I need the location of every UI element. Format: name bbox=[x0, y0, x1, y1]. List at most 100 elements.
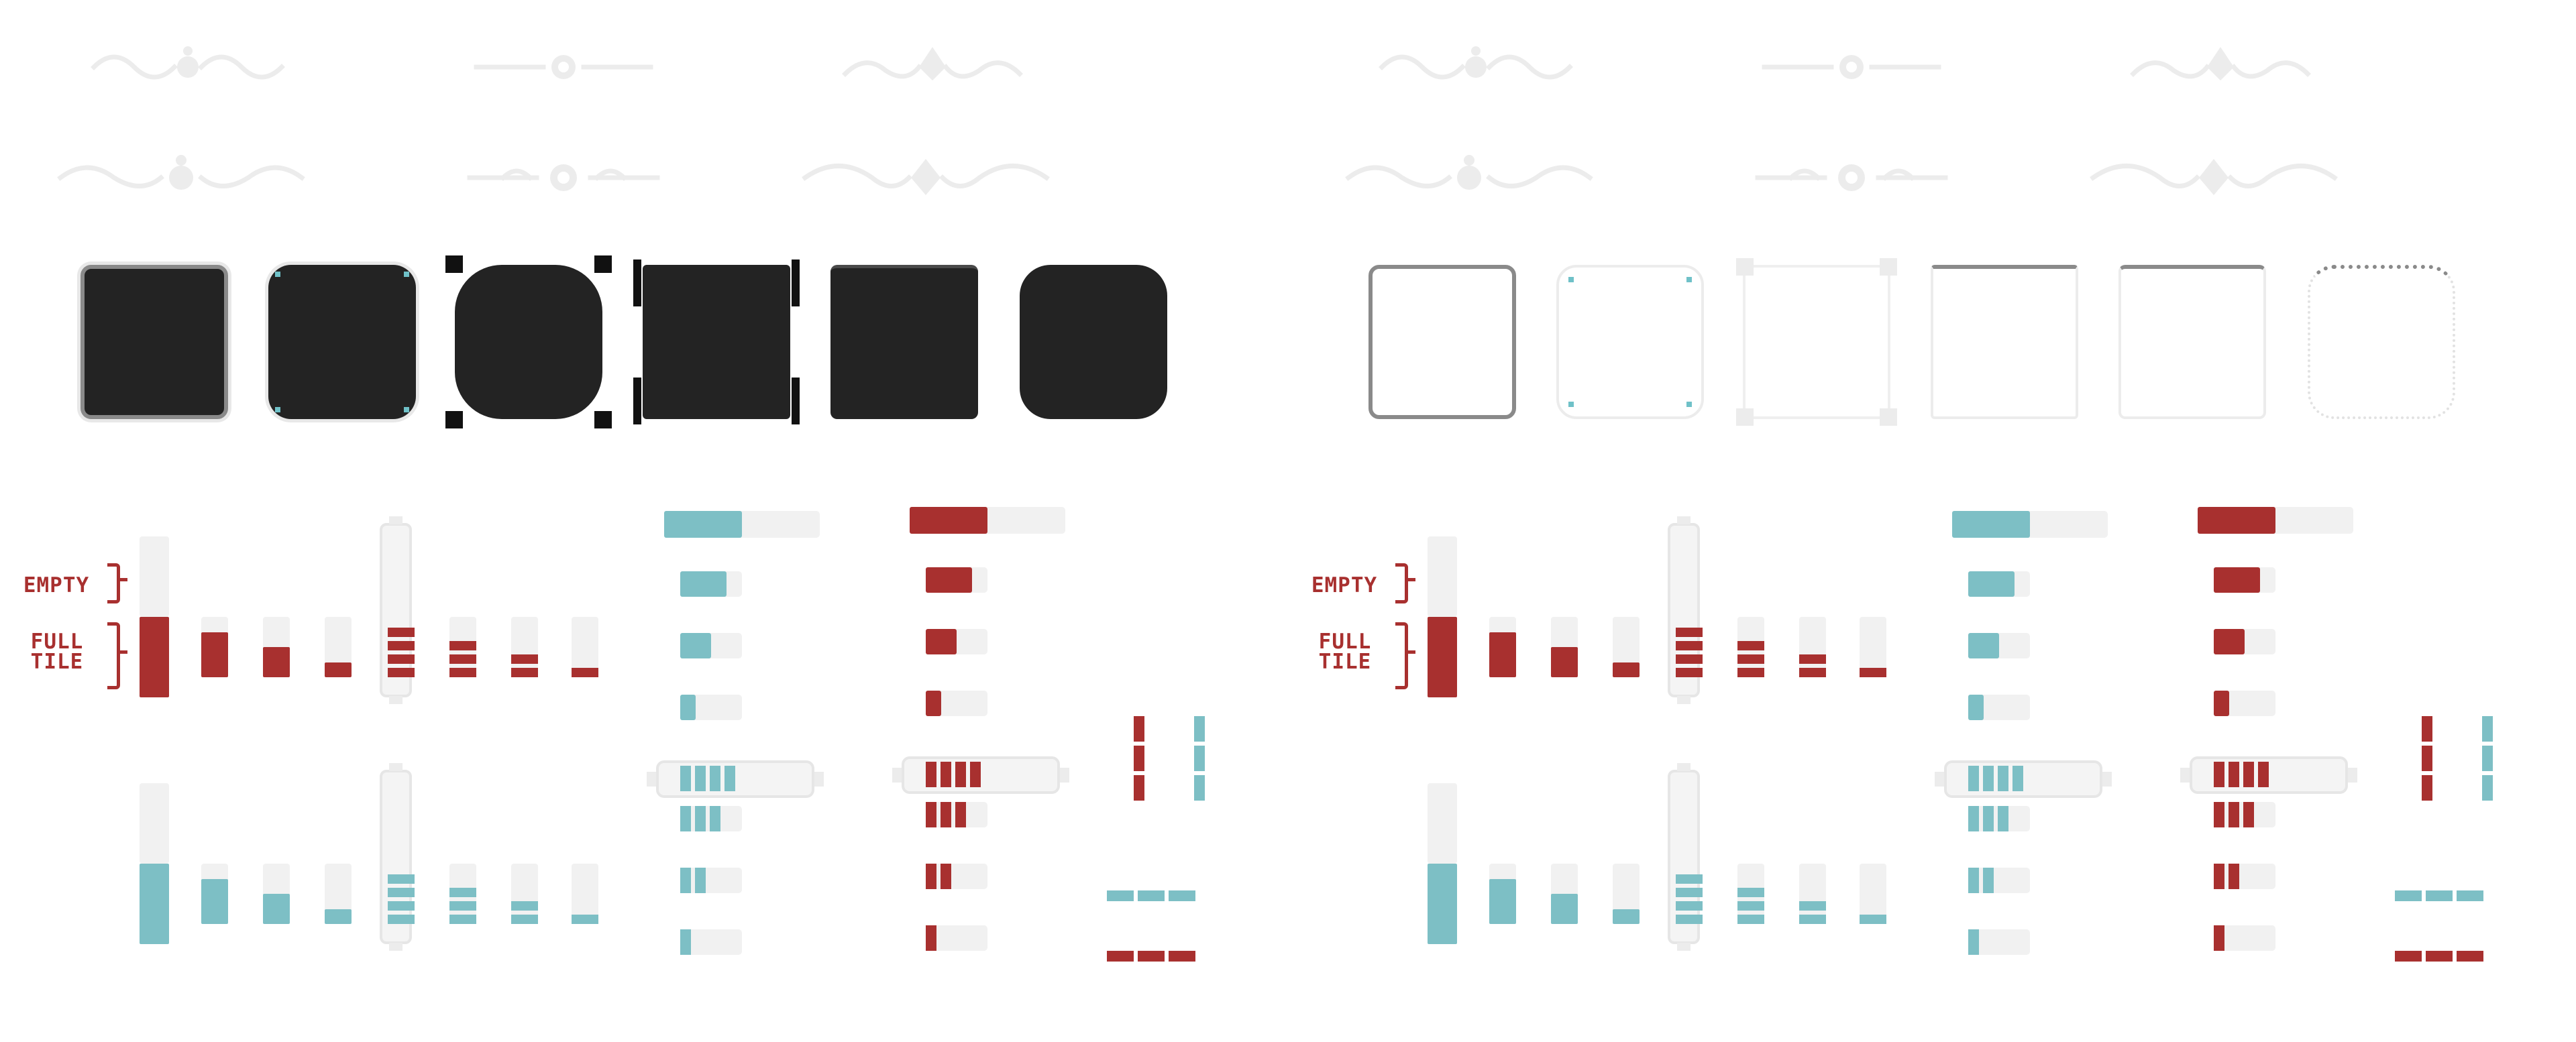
vbar-red-segment-track bbox=[1799, 617, 1826, 677]
vbar-red-full-fill bbox=[1428, 617, 1457, 697]
corner-bracket-icon bbox=[445, 255, 463, 273]
panel-soft-corners bbox=[268, 265, 416, 419]
hbar-red-segment bbox=[926, 762, 936, 787]
indicator-horizontal-red bbox=[2457, 951, 2483, 962]
vbar-teal-segment-track bbox=[388, 864, 415, 924]
hbar-red-header-track bbox=[910, 507, 1065, 534]
vbar-teal-full-fill bbox=[140, 864, 169, 944]
vbar-teal-segment bbox=[449, 888, 476, 897]
legend-full-line2: TILE bbox=[30, 650, 84, 674]
vbar-teal-segment-column bbox=[511, 896, 538, 924]
indicator-vertical-red bbox=[1134, 716, 1144, 742]
vbar-red-segment bbox=[388, 641, 415, 650]
vbar-red-segment-column bbox=[1737, 636, 1764, 677]
hbar-red-segment-track bbox=[2214, 762, 2314, 787]
vbar-red-segment bbox=[1676, 668, 1703, 677]
hbar-teal-header-fill bbox=[664, 511, 742, 538]
corner-bracket-icon bbox=[1736, 258, 1754, 276]
vbar-red-segment-column bbox=[1799, 649, 1826, 677]
vbar-red-segment-column bbox=[449, 636, 476, 677]
corner-bracket-icon bbox=[1568, 402, 1574, 407]
hbar-red-level-track bbox=[2214, 691, 2275, 716]
vbar-teal-level-track bbox=[263, 864, 290, 924]
hbar-red-level-fill bbox=[926, 567, 972, 593]
legend-full-line1: FULL bbox=[30, 630, 84, 654]
vbar-red-level-track bbox=[1551, 617, 1578, 677]
vbar-red-segment-track bbox=[388, 617, 415, 677]
vbar-red-frame-notch bbox=[389, 516, 402, 524]
hbar-red-header-track bbox=[2198, 507, 2353, 534]
ornament-divider-icon bbox=[1751, 40, 1952, 94]
legend-empty-label: EMPTY bbox=[23, 573, 90, 597]
vbar-teal-segment bbox=[1737, 915, 1764, 924]
panel-ornate-scalloped bbox=[2308, 265, 2455, 419]
vbar-red-segment bbox=[1676, 628, 1703, 637]
hbar-teal-segment bbox=[1968, 806, 1979, 831]
ui-sheet-light: EMPTY FULL TILE bbox=[1288, 0, 2576, 1042]
vbar-teal-segment-column bbox=[1799, 896, 1826, 924]
hbar-red-segment bbox=[2214, 864, 2224, 889]
hbar-teal-frame-cap bbox=[814, 772, 824, 787]
ornament-divider-icon bbox=[87, 40, 288, 94]
ornament-divider-icon bbox=[1342, 151, 1597, 205]
panel-rounded-border bbox=[1368, 265, 1516, 419]
indicator-horizontal-teal bbox=[1138, 890, 1165, 901]
hbar-teal-header-fill bbox=[1952, 511, 2030, 538]
vbar-red-segment bbox=[449, 654, 476, 664]
panel-notched-corners bbox=[1736, 258, 1897, 426]
hbar-teal-segment bbox=[1983, 868, 1994, 893]
vbar-red-segment bbox=[388, 654, 415, 664]
hbar-teal-segment bbox=[695, 766, 706, 791]
vbar-teal-segment bbox=[388, 874, 415, 884]
legend-full-brace-tip bbox=[1405, 650, 1415, 654]
hbar-teal-segment bbox=[695, 806, 706, 831]
hbar-red-segment-track bbox=[926, 925, 987, 951]
vbar-teal-segment-track bbox=[1676, 864, 1703, 924]
vbar-red-frame-notch bbox=[1677, 696, 1690, 704]
hbar-teal-level-fill bbox=[1968, 695, 1984, 720]
hbar-teal-segment-track bbox=[680, 929, 742, 955]
legend-empty-label: EMPTY bbox=[1311, 573, 1378, 597]
hbar-teal-segment bbox=[1968, 929, 1979, 955]
hbar-teal-segment bbox=[710, 806, 720, 831]
vbar-teal-segment bbox=[511, 901, 538, 911]
hbar-red-frame-cap bbox=[2180, 768, 2190, 783]
legend-empty-brace bbox=[1395, 563, 1408, 603]
hbar-red-segment bbox=[941, 864, 951, 889]
legend-full-label: FULL TILE bbox=[1315, 632, 1375, 673]
corner-bracket-icon bbox=[1736, 408, 1754, 426]
hbar-red-segment bbox=[926, 925, 936, 951]
vbar-red-segment-column bbox=[388, 622, 415, 677]
vbar-teal-segment-column bbox=[1737, 882, 1764, 924]
vbar-red-segment-column bbox=[572, 662, 598, 677]
hbar-teal-segment-track bbox=[680, 868, 742, 893]
indicator-vertical-teal bbox=[2482, 775, 2493, 801]
hbar-teal-level-fill bbox=[680, 633, 711, 658]
vbar-red-segment bbox=[388, 628, 415, 637]
vbar-teal-segment-track bbox=[1737, 864, 1764, 924]
vbar-red-level-fill bbox=[201, 632, 228, 677]
corner-bracket-icon bbox=[1880, 258, 1897, 276]
indicator-vertical-red bbox=[1134, 746, 1144, 771]
hbar-red-frame-cap bbox=[892, 768, 902, 783]
hbar-teal-segment bbox=[1998, 806, 2008, 831]
hbar-teal-segment bbox=[1968, 868, 1979, 893]
hbar-red-segment bbox=[2243, 802, 2254, 827]
vbar-red-level-track bbox=[263, 617, 290, 677]
vbar-red-segment bbox=[449, 668, 476, 677]
ui-sheet-dark: EMPTY FULL TILE bbox=[23, 40, 1205, 962]
ornament-divider-icon bbox=[2120, 40, 2321, 94]
legend-empty-brace bbox=[107, 563, 120, 603]
vbar-red-segment bbox=[1737, 654, 1764, 664]
vbar-teal-segment-column bbox=[449, 882, 476, 924]
hbar-red-segment bbox=[970, 762, 981, 787]
hbar-red-level-fill bbox=[2214, 567, 2260, 593]
hbar-teal-segment-track bbox=[680, 766, 781, 791]
vbar-red-segment-column bbox=[511, 649, 538, 677]
vbar-teal-segment bbox=[388, 901, 415, 911]
hbar-red-level-track bbox=[926, 567, 987, 593]
vbar-teal-level-fill bbox=[1613, 909, 1640, 924]
indicator-horizontal-red bbox=[2426, 951, 2453, 962]
hbar-teal-level-track bbox=[680, 695, 742, 720]
hbar-red-level-fill bbox=[2214, 691, 2229, 716]
